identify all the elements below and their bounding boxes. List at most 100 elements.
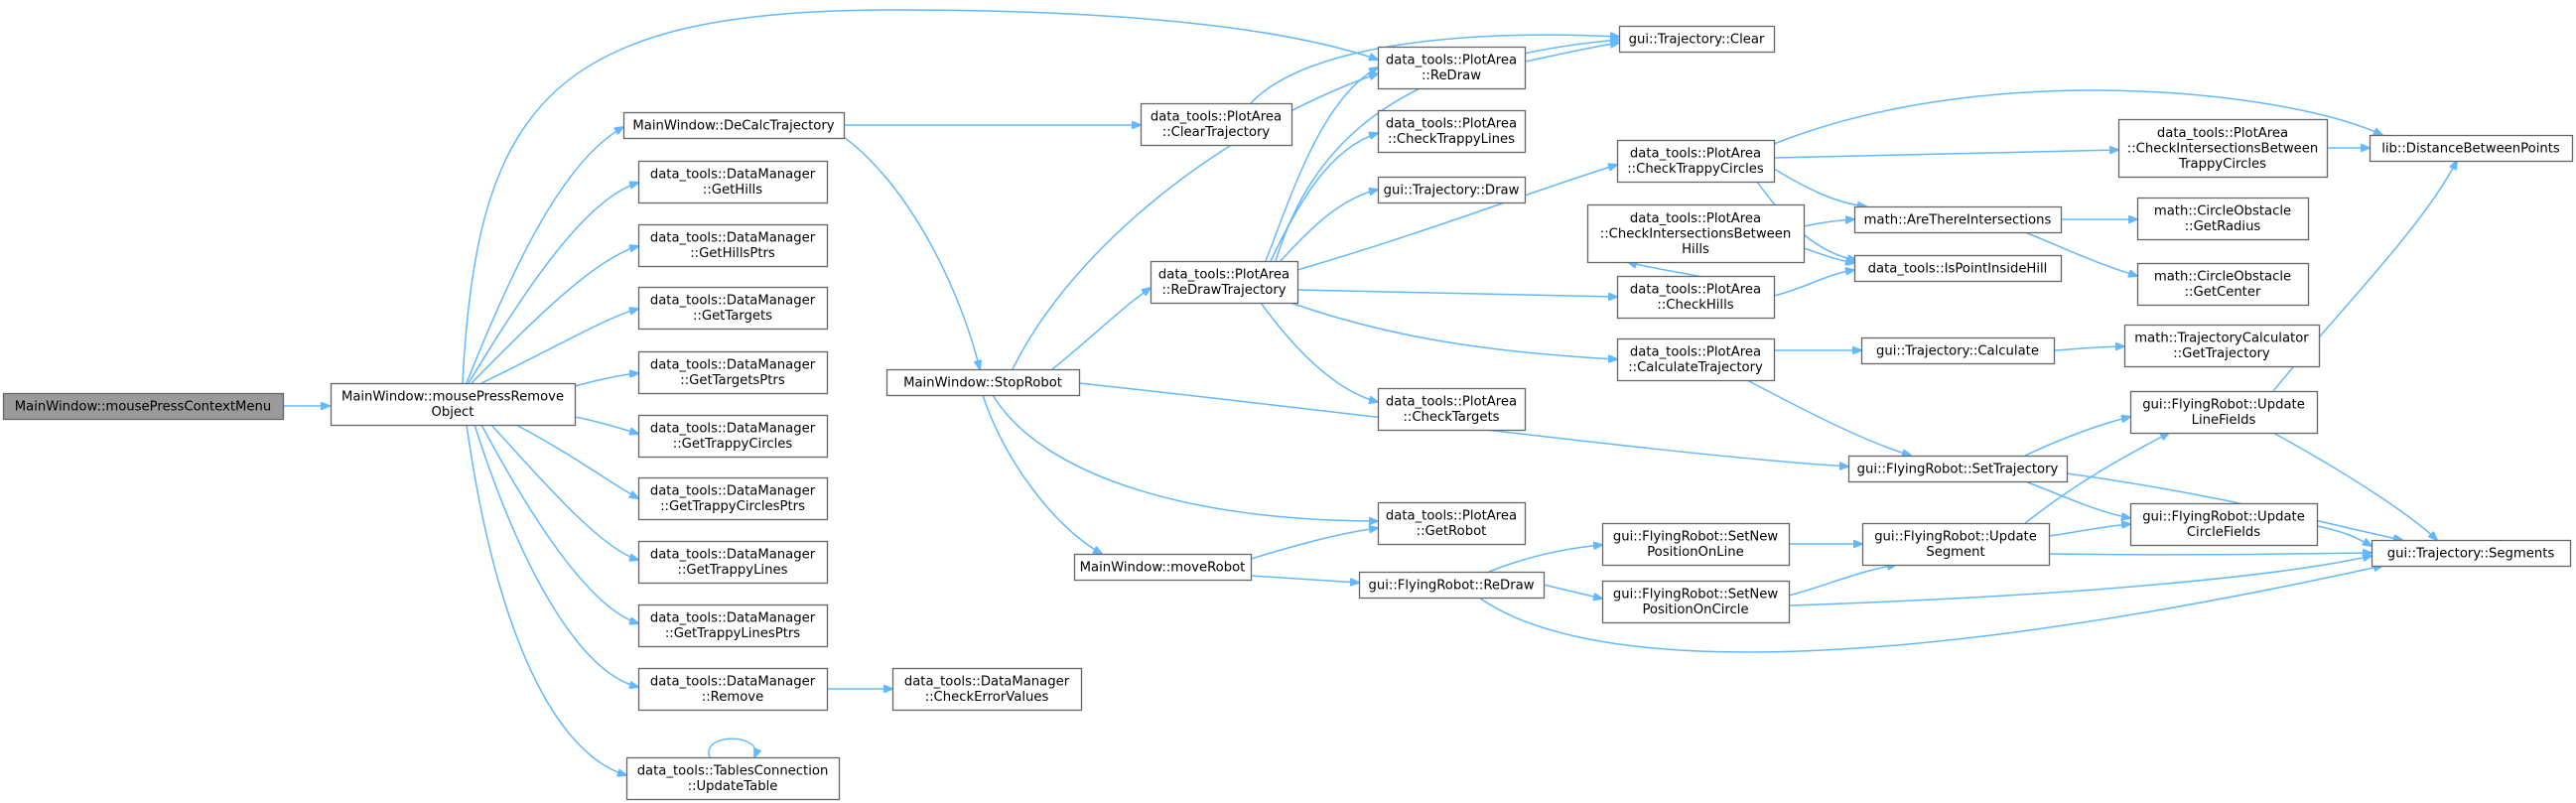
edge-mousePressRemoveObject-to-GetHills [468, 183, 638, 384]
node-label: data_tools::DataManager [650, 422, 816, 437]
edge-mousePressRemoveObject-to-GetTrappyCirclesPtrs [515, 424, 638, 498]
node-DeCalcTrajectory[interactable]: MainWindow::DeCalcTrajectory [622, 111, 846, 140]
node-PA_ReDraw[interactable]: data_tools::PlotArea::ReDraw [1377, 46, 1527, 90]
node-box [2129, 390, 2319, 435]
node-label: gui::FlyingRobot::Update [2142, 510, 2305, 525]
node-IsPointInsideHill[interactable]: data_tools::IsPointInsideHill [1853, 254, 2063, 283]
edge-mousePressRemoveObject-to-Remove [474, 424, 638, 687]
node-box [637, 160, 829, 204]
node-label: data_tools::DataManager [650, 294, 816, 309]
node-box [622, 111, 846, 140]
node-box [891, 667, 1083, 712]
node-GetTargets[interactable]: data_tools::DataManager::GetTargets [637, 286, 829, 331]
node-CheckTrappyLines[interactable]: data_tools::PlotArea::CheckTrappyLines [1377, 109, 1527, 154]
node-box [625, 756, 841, 801]
node-label: TrappyCircles [2178, 157, 2266, 172]
node-Remove[interactable]: data_tools::DataManager::Remove [637, 667, 829, 712]
node-CalculateTrajectory[interactable]: data_tools::PlotArea::CalculateTrajector… [1616, 337, 1776, 382]
node-GetTargetsPtrs[interactable]: data_tools::DataManager::GetTargetsPtrs [637, 350, 829, 395]
node-label: ::UpdateTable [688, 779, 778, 794]
edge-TrajCalculate-to-GetTrajectory [2053, 346, 2124, 351]
edge-mousePressRemoveObject-to-UpdateTable [466, 424, 626, 775]
node-label: data_tools::PlotArea [1630, 345, 1761, 360]
node-CheckTargets[interactable]: data_tools::PlotArea::CheckTargets [1377, 387, 1527, 432]
node-label: ::ClearTrajectory [1162, 125, 1271, 140]
node-label: gui::FlyingRobot::ReDraw [1369, 578, 1535, 593]
node-ReDrawTrajectory[interactable]: data_tools::PlotArea::ReDrawTrajectory [1150, 260, 1299, 305]
node-box [1616, 139, 1776, 184]
edge-StopRobot-to-ReDrawTrajectory [1051, 288, 1151, 370]
node-box [637, 286, 829, 331]
node-GetHillsPtrs[interactable]: data_tools::DataManager::GetHillsPtrs [637, 223, 829, 268]
node-GetRobot[interactable]: data_tools::PlotArea::GetRobot [1377, 501, 1527, 546]
edge-DeCalcTrajectory-to-StopRobot [843, 136, 980, 369]
node-GetTrajectory[interactable]: math::TrajectoryCalculator::GetTrajector… [2123, 324, 2321, 368]
node-StopRobot[interactable]: MainWindow::StopRobot [885, 368, 1081, 397]
edge-moveRobot-to-GetRobot [1250, 528, 1378, 560]
nodes-layer: MainWindow::mousePressContextMenuMainWin… [2, 25, 2574, 801]
node-label: ::GetTrappyLines [678, 563, 788, 578]
node-label: ::GetTrajectory [2173, 346, 2270, 361]
node-GetTrappyCircles[interactable]: data_tools::DataManager::GetTrappyCircle… [637, 414, 829, 459]
node-CheckHills[interactable]: data_tools::PlotArea::CheckHills [1616, 275, 1776, 320]
node-box [1861, 522, 2051, 567]
node-AreThereIntersections[interactable]: math::AreThereIntersections [1853, 205, 2063, 234]
node-TrajClear[interactable]: gui::Trajectory::Clear [1618, 25, 1776, 54]
edge-mousePressRemoveObject-to-PA_ReDraw [462, 9, 1378, 384]
node-UpdateTable[interactable]: data_tools::TablesConnection::UpdateTabl… [625, 756, 841, 801]
node-GetTrappyCirclesPtrs[interactable]: data_tools::DataManager::GetTrappyCircle… [637, 476, 829, 521]
node-label: ::ReDrawTrajectory [1161, 283, 1286, 298]
node-CheckTrappyCircles[interactable]: data_tools::PlotArea::CheckTrappyCircles [1616, 139, 1776, 184]
node-box [2117, 118, 2329, 179]
node-label: data_tools::PlotArea [1386, 395, 1517, 410]
node-label: data_tools::PlotArea [1630, 211, 1761, 226]
edge-CheckTrappyCircles-to-AreThereIntersections [1773, 168, 1866, 206]
node-box [1860, 336, 2056, 365]
node-label: ::GetHills [703, 183, 762, 198]
node-CheckErrorValues[interactable]: data_tools::DataManager::CheckErrorValue… [891, 667, 1083, 712]
node-label: data_tools::PlotArea [1630, 147, 1761, 162]
node-TrajDraw[interactable]: gui::Trajectory::Draw [1377, 176, 1527, 204]
node-CheckIntersectionsBetweenHills[interactable]: data_tools::PlotArea::CheckIntersections… [1586, 203, 1806, 264]
node-CheckIntersectionsBetweenTrappyCircles[interactable]: data_tools::PlotArea::CheckIntersections… [2117, 118, 2329, 179]
node-box [330, 382, 577, 427]
node-label: ::CheckTargets [1403, 410, 1499, 425]
node-box [1601, 580, 1791, 624]
edge-ReDrawTrajectory-to-CalculateTrajectory [1289, 302, 1617, 359]
node-mousePressContextMenu[interactable]: MainWindow::mousePressContextMenu [2, 392, 285, 421]
node-label: MainWindow::mousePressRemove [341, 390, 564, 405]
node-label: math::AreThereIntersections [1864, 212, 2052, 227]
edge-ReDrawTrajectory-to-CheckTrappyLines [1270, 133, 1378, 262]
edge-ReDrawTrajectory-to-CheckTrappyCircles [1296, 165, 1617, 271]
node-box [1853, 254, 2063, 283]
node-label: LineFields [2192, 413, 2256, 428]
node-DistanceBetweenPoints[interactable]: lib::DistanceBetweenPoints [2369, 134, 2574, 163]
node-FR_ReDraw[interactable]: gui::FlyingRobot::ReDraw [1358, 571, 1546, 600]
node-label: math::CircleObstacle [2154, 270, 2291, 285]
edge-mousePressRemoveObject-to-GetTrappyCircles [574, 416, 638, 434]
node-label: CircleFields [2187, 525, 2260, 540]
node-label: gui::Trajectory::Draw [1384, 183, 1520, 198]
node-ClearTrajectory[interactable]: data_tools::PlotArea::ClearTrajectory [1140, 102, 1293, 147]
node-label: data_tools::DataManager [650, 675, 816, 690]
node-SetTrajectory[interactable]: gui::FlyingRobot::SetTrajectory [1847, 455, 2069, 483]
edge-FR_ReDraw-to-SetNewPositionOnLine [1488, 545, 1602, 573]
node-moveRobot[interactable]: MainWindow::moveRobot [1073, 553, 1253, 582]
node-GetTrappyLines[interactable]: data_tools::DataManager::GetTrappyLines [637, 540, 829, 585]
node-GetHills[interactable]: data_tools::DataManager::GetHills [637, 160, 829, 204]
node-TrajCalculate[interactable]: gui::Trajectory::Calculate [1860, 336, 2056, 365]
edge-CheckIntersectionsBetweenHills-to-AreThereIntersections [1803, 219, 1854, 227]
node-label: data_tools::PlotArea [1386, 54, 1517, 68]
node-Segments[interactable]: gui::Trajectory::Segments [2371, 539, 2572, 568]
edge-ReDrawTrajectory-to-PA_ReDraw [1265, 67, 1378, 262]
node-box [1150, 260, 1299, 305]
node-GetRadius[interactable]: math::CircleObstacle::GetRadius [2136, 197, 2310, 241]
node-GetTrappyLinesPtrs[interactable]: data_tools::DataManager::GetTrappyLinesP… [637, 603, 829, 648]
node-GetCenter[interactable]: math::CircleObstacle::GetCenter [2136, 262, 2310, 307]
